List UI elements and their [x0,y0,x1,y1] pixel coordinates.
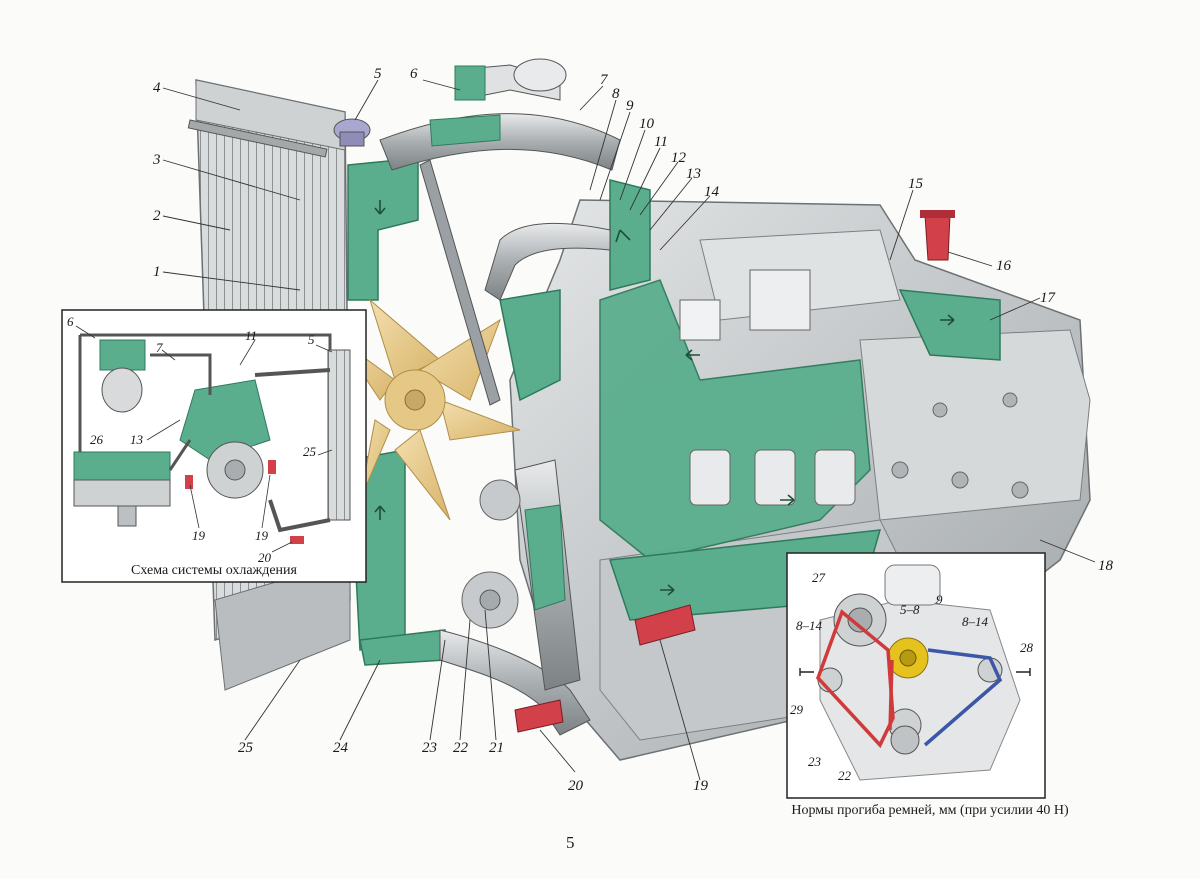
callout-11: 11 [654,134,668,150]
belt-callout-23: 23 [808,754,822,769]
inset-callout-lines [75,325,333,553]
callout-10: 10 [639,116,655,132]
callout-8: 8 [612,86,620,102]
fan-belt [419,159,501,406]
callout-4: 4 [153,80,161,96]
belt-callout-22: 22 [838,768,852,783]
pulleys [461,479,521,629]
belt-callout-29: 29 [790,702,804,717]
main-callouts: 1 2 3 4 5 6 7 8 9 10 11 12 13 14 15 16 1… [152,66,1114,794]
callout-15: 15 [908,176,924,192]
callout-16: 16 [996,258,1012,274]
thermostat-valve-16 [920,210,955,261]
belt-callout-27: 27 [812,570,826,585]
belt-callout-5-8: 5–8 [900,602,920,617]
callout-20: 20 [568,778,584,794]
inset-callout-19a: 19 [192,528,206,543]
drain-cock-20 [514,699,564,733]
callout-6: 6 [410,66,418,82]
inset-callout-5: 5 [308,332,315,347]
inset-callout-7: 7 [156,340,163,355]
cooling-schema-inset [61,309,367,583]
belt-callout-8-14-right: 8–14 [962,614,989,629]
fan [339,298,521,521]
inset-callout-11: 11 [245,328,257,343]
callout-25: 25 [238,740,254,756]
callout-7: 7 [600,72,609,88]
inset-callout-6: 6 [67,314,74,329]
callout-18: 18 [1098,558,1114,574]
radiator-cap [333,118,371,147]
callout-22: 22 [453,740,469,756]
inset-caption: Схема системы охлаждения [131,563,297,578]
callout-21: 21 [489,740,504,756]
callout-17: 17 [1040,290,1057,306]
belt-inset [786,552,1046,799]
inset-callout-26: 26 [90,432,104,447]
belt-callouts: 27 5–8 9 8–14 8–14 28 29 23 22 [790,570,1034,783]
main-callout-lines [162,79,1096,781]
page-number: 5 [566,833,575,852]
callout-24: 24 [333,740,349,756]
bypass-hose [484,223,611,301]
inset-callout-13: 13 [130,432,144,447]
inset-callout-25: 25 [303,444,317,459]
upper-hose [379,113,621,171]
callout-14: 14 [704,184,720,200]
callout-23: 23 [422,740,437,756]
belt-callout-28: 28 [1020,640,1034,655]
callout-9: 9 [626,98,634,114]
flow-arrows [374,200,955,596]
temperature-sensor-19 [634,604,696,646]
belt-caption: Нормы прогиба ремней, мм (при усилии 40 … [791,803,1069,818]
inset-callouts: 6 7 11 5 13 26 25 19 19 20 [67,314,317,565]
cylinder-bores [679,269,856,506]
inset-callout-20: 20 [258,550,272,565]
belt-callout-9: 9 [936,592,943,607]
belt-callout-8-14-left: 8–14 [796,618,823,633]
callout-19: 19 [693,778,709,794]
callout-13: 13 [686,166,701,182]
heater-pipe [454,58,567,101]
callout-12: 12 [671,150,687,166]
callout-2: 2 [153,208,161,224]
callout-3: 3 [152,152,161,168]
callout-5: 5 [374,66,382,82]
callout-1: 1 [153,264,161,280]
inset-callout-19b: 19 [255,528,269,543]
